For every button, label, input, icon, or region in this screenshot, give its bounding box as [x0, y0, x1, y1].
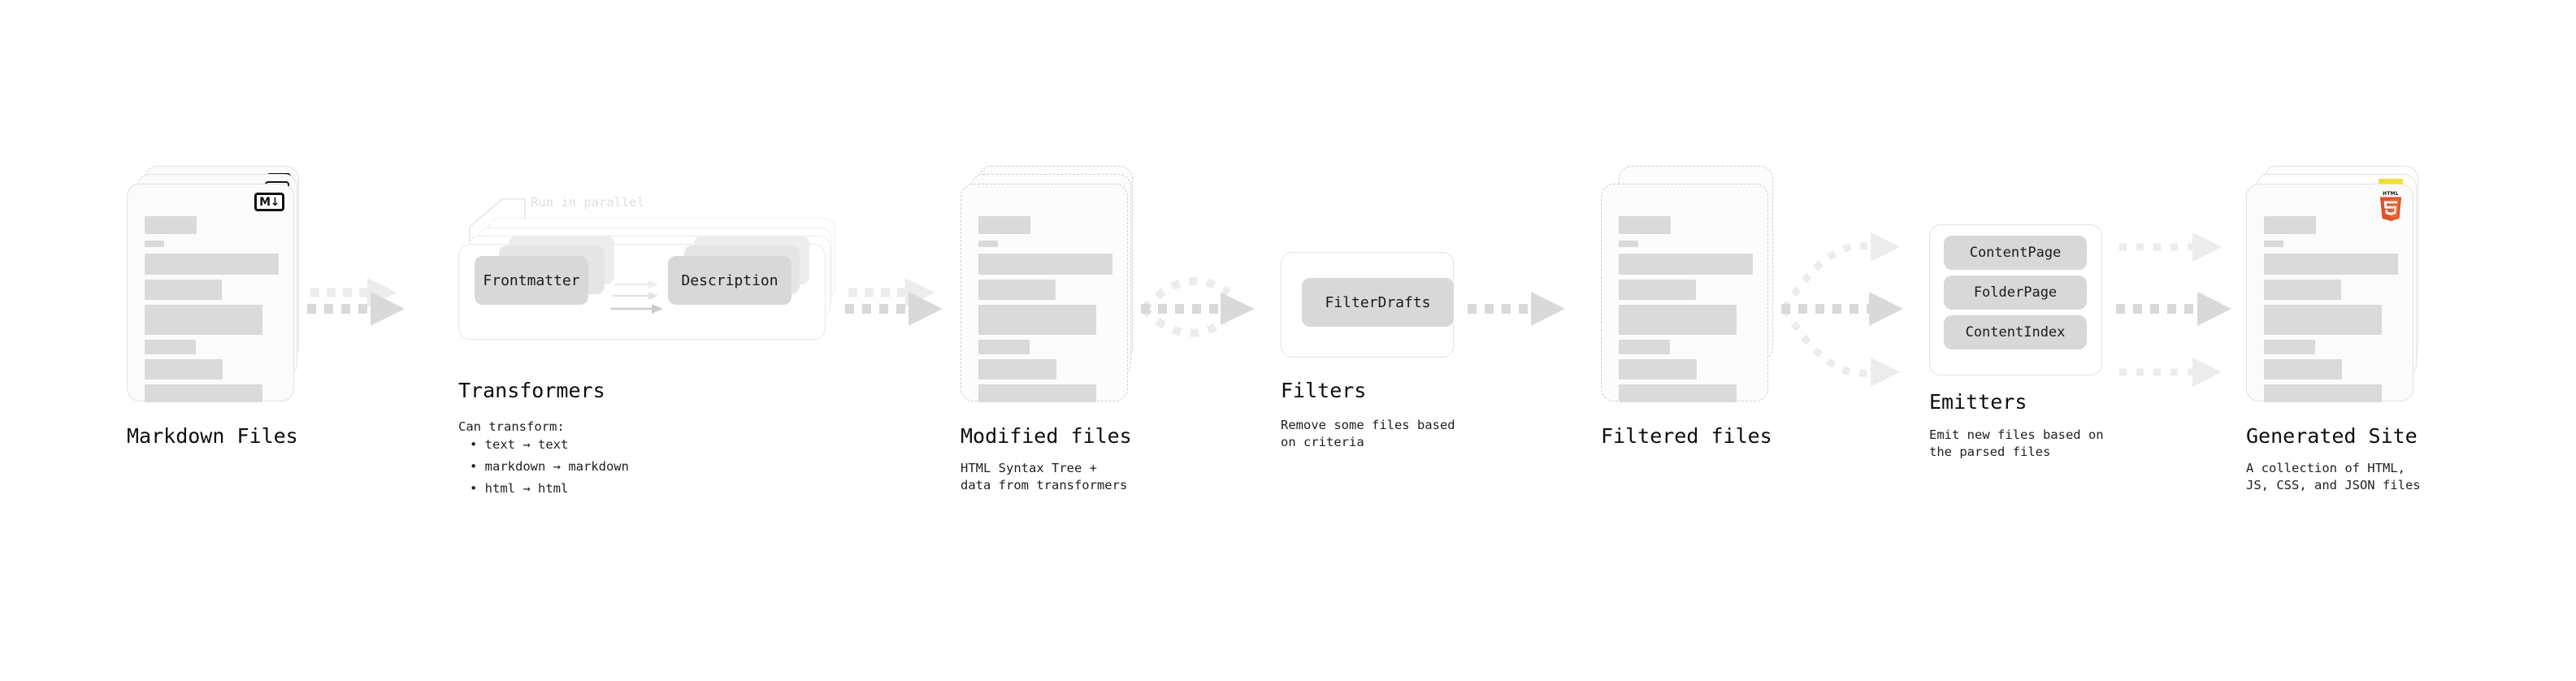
skeleton-bar: [978, 384, 1096, 402]
transformers-bullet-2: • markdown → markdown: [470, 459, 629, 474]
skeleton-bar: [1619, 216, 1671, 234]
html5-logo-icon: HTML: [2379, 192, 2402, 221]
skeleton-bar: [1619, 340, 1670, 354]
modified-file-card-front: [961, 184, 1128, 402]
markdown-files-card-stack: M↓ M↓ M↓: [127, 166, 314, 410]
emitter-chip-contentpage[interactable]: ContentPage: [1944, 236, 2087, 270]
skeleton-bar: [145, 216, 197, 234]
transformers-subtitle: Can transform:: [458, 419, 565, 434]
generated-site-card-stack: CSS HTML: [2246, 166, 2433, 410]
skeleton-bar: [1619, 241, 1638, 247]
filter-chip-filterdrafts[interactable]: FilterDrafts: [1302, 278, 1454, 327]
skeleton-bar: [1619, 305, 1737, 335]
skeleton-bar: [2264, 340, 2315, 354]
skeleton-bar: [2264, 384, 2382, 402]
markdown-file-card-front: M↓: [127, 184, 294, 402]
transformer-chip-description[interactable]: Description: [668, 256, 791, 305]
svg-text:HTML: HTML: [2383, 192, 2399, 197]
skeleton-bar: [978, 216, 1030, 234]
transformer-inner-arrows: [611, 280, 663, 314]
skeleton-bar: [978, 241, 998, 247]
emitter-chip-folderpage[interactable]: FolderPage: [1944, 275, 2087, 310]
skeleton-bar: [145, 340, 196, 354]
filtered-files-card-stack: [1601, 166, 1788, 410]
skeleton-bar: [145, 384, 262, 402]
skeleton-bar: [2264, 254, 2398, 275]
skeleton-bar: [978, 254, 1112, 275]
emitters-title: Emitters: [1929, 390, 2027, 414]
skeleton-bar: [1619, 280, 1696, 300]
transformers-title: Transformers: [458, 379, 605, 402]
arrow-filtered-to-emitters: [1781, 232, 1903, 387]
skeleton-bar: [978, 340, 1030, 354]
generated-site-card-front: HTML: [2246, 184, 2413, 402]
generated-site-subtitle: A collection of HTML, JS, CSS, and JSON …: [2246, 461, 2421, 492]
emitters-subtitle: Emit new files based on the parsed files: [1929, 427, 2104, 459]
modified-files-subtitle: HTML Syntax Tree + data from transformer…: [961, 461, 1128, 492]
arrow-filters-to-filtered: [1468, 292, 1565, 326]
filters-subtitle: Remove some files based on criteria: [1281, 418, 1455, 449]
filters-title: Filters: [1281, 379, 1367, 402]
skeleton-bar: [1619, 384, 1737, 402]
skeleton-bar: [2264, 359, 2342, 380]
skeleton-bar: [2264, 280, 2341, 300]
skeleton-bar: [2264, 216, 2316, 234]
skeleton-bar: [978, 359, 1056, 380]
generated-site-title: Generated Site: [2246, 424, 2418, 448]
transformers-bullet-1: • text → text: [470, 437, 569, 452]
skeleton-bar: [1619, 254, 1753, 275]
run-in-parallel-bracket: [469, 198, 526, 256]
skeleton-bar: [1619, 359, 1697, 380]
modified-files-title: Modified files: [961, 424, 1132, 448]
skeleton-bar: [145, 280, 222, 300]
skeleton-bar: [978, 280, 1056, 300]
skeleton-bar: [978, 305, 1096, 335]
arrow-emitters-to-site: [2116, 232, 2231, 387]
transformer-chip-frontmatter[interactable]: Frontmatter: [475, 256, 588, 305]
filtered-file-card-front: [1601, 184, 1768, 402]
skeleton-bar: [2264, 241, 2283, 247]
modified-files-card-stack: [961, 166, 1147, 410]
skeleton-bar: [2264, 305, 2382, 335]
skeleton-bar: [145, 241, 164, 247]
skeleton-bar: [145, 305, 262, 335]
skeleton-bar: [145, 359, 223, 380]
markdown-files-title: Markdown Files: [127, 424, 298, 448]
markdown-logo-icon: M↓: [254, 193, 284, 211]
run-in-parallel-label: Run in parallel: [531, 195, 644, 210]
skeleton-bar: [145, 254, 279, 275]
emitter-chip-contentindex[interactable]: ContentIndex: [1944, 315, 2087, 349]
transformers-bullet-3: • html → html: [470, 481, 569, 496]
arrow-markdown-to-transformers: [307, 278, 405, 326]
arrow-modified-to-filters: [1141, 276, 1255, 337]
arrow-transformers-to-modified: [845, 278, 943, 326]
filtered-files-title: Filtered files: [1601, 424, 1772, 448]
